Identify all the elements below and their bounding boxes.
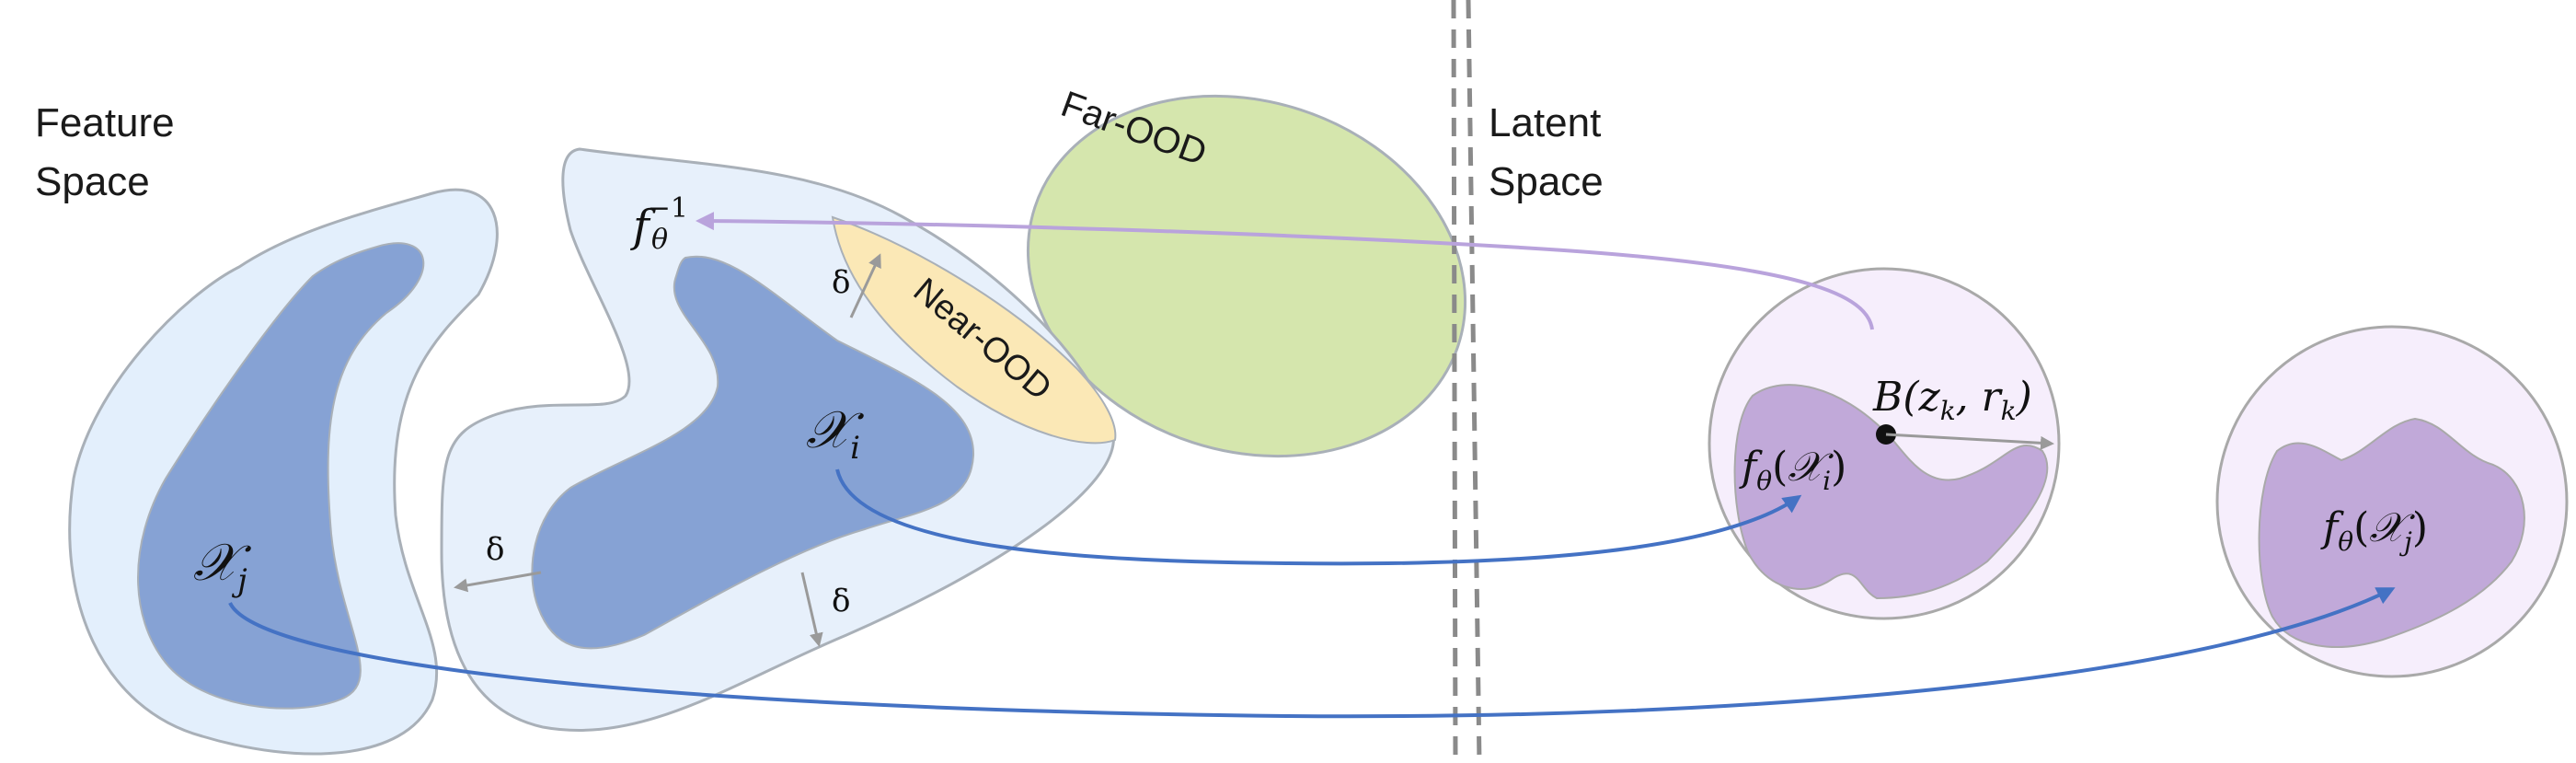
space-divider-line-2 — [1466, 0, 1482, 763]
ball-label: B(zk, rk) — [1872, 374, 2032, 426]
feature-space-label-line2: Space — [35, 159, 150, 204]
latent-space-label-line1: Latent — [1489, 100, 1601, 145]
near-ood-region — [831, 215, 1117, 445]
delta-arrow-left — [454, 571, 542, 593]
f-theta-x-i-label: fθ(𝒳i) — [1739, 444, 1846, 496]
latent-class-i-region — [1733, 384, 2049, 600]
f-theta-x-j-label: fθ(𝒳j) — [2320, 504, 2428, 557]
far-ood-region — [1026, 94, 1467, 458]
space-divider-line-1 — [1451, 0, 1458, 763]
f-theta-inverse-subscript: θ — [651, 224, 668, 256]
delta-arrow-bottom — [800, 572, 823, 647]
inverse-mapping-arrow — [696, 212, 1874, 330]
latent-space-label-line2: Space — [1489, 159, 1604, 204]
delta-label-top: δ — [832, 264, 850, 301]
mapping-arrow-i — [835, 468, 1802, 566]
feature-space-label-line1: Feature — [35, 100, 175, 145]
delta-arrow-top — [849, 253, 881, 318]
latent-class-j-region — [2258, 417, 2525, 648]
class-j-data-region — [137, 242, 425, 710]
class-j-label: 𝒳j — [193, 533, 252, 599]
delta-label-left: δ — [486, 531, 504, 568]
ball-radius-arrow — [1885, 433, 2054, 450]
mapping-arrow-j — [228, 587, 2396, 719]
class-i-data-region — [531, 255, 975, 650]
delta-label-bottom: δ — [832, 583, 850, 619]
